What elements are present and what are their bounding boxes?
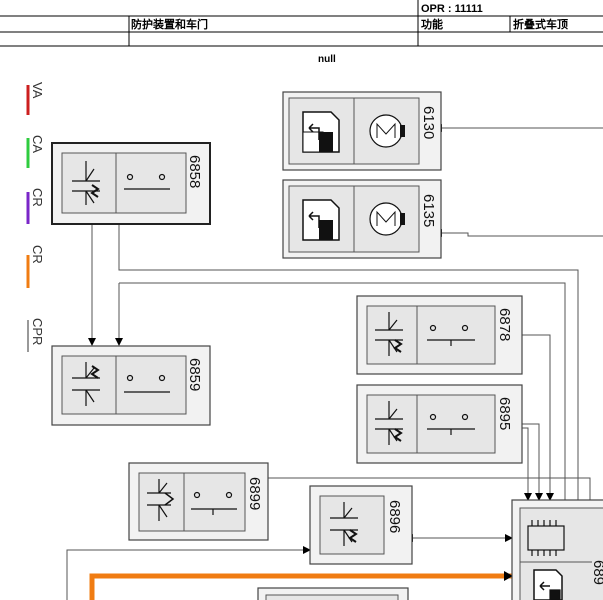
component-6899[interactable]: 6899 (128, 462, 269, 541)
component-6859[interactable]: 6859 (51, 345, 211, 426)
legend-label-cr-orange: CR (30, 245, 45, 264)
header-table: OPR : 11111 防护装置和车门 功能 折叠式车顶 null (0, 0, 603, 65)
component-label-689: 689 (590, 560, 603, 585)
legend-label-ca: CA (30, 135, 45, 153)
component-label-6135: 6135 (420, 194, 437, 227)
motor-icon (302, 199, 405, 241)
opr-label: OPR : 11111 (421, 3, 483, 15)
switch-icon (72, 362, 170, 406)
component-label-6130: 6130 (420, 106, 437, 139)
component-6878[interactable]: 6878 (356, 295, 523, 375)
component-label-6878: 6878 (496, 308, 513, 341)
switch-icon (72, 161, 170, 205)
switch-icon (375, 312, 475, 356)
switch-icon (330, 502, 358, 546)
section-title: 防护装置和车门 (131, 17, 208, 31)
component-label-6858: 6858 (186, 155, 203, 188)
function-label: 功能 (421, 17, 443, 31)
legend-label-va: VA (30, 82, 45, 99)
diagram-caption: null (318, 54, 336, 65)
switch-icon (147, 479, 237, 521)
component-6895[interactable]: 6895 (356, 384, 523, 464)
wires (66, 124, 603, 600)
component-6135[interactable]: 6135 (282, 179, 442, 259)
switch-icon (375, 401, 475, 445)
component-6896[interactable]: 6896 (309, 485, 413, 565)
component-bottom-partial[interactable] (257, 587, 409, 600)
orange-power-wire (89, 573, 512, 600)
component-label-6899: 6899 (246, 477, 263, 510)
ecu-icon (527, 520, 565, 600)
legend-label-cpr: CPR (30, 318, 45, 345)
component-6130[interactable]: 6130 (282, 91, 442, 171)
component-label-6859: 6859 (186, 358, 203, 391)
wire-legend: VA CA CR CR CPR (26, 82, 45, 352)
function-value: 折叠式车顶 (513, 17, 568, 31)
component-label-6896: 6896 (386, 500, 403, 533)
component-label-6895: 6895 (496, 397, 513, 430)
component-689[interactable]: 689 (511, 499, 603, 600)
component-6858[interactable]: 6858 (51, 142, 211, 225)
legend-label-cr: CR (30, 188, 45, 207)
motor-icon (302, 111, 405, 153)
